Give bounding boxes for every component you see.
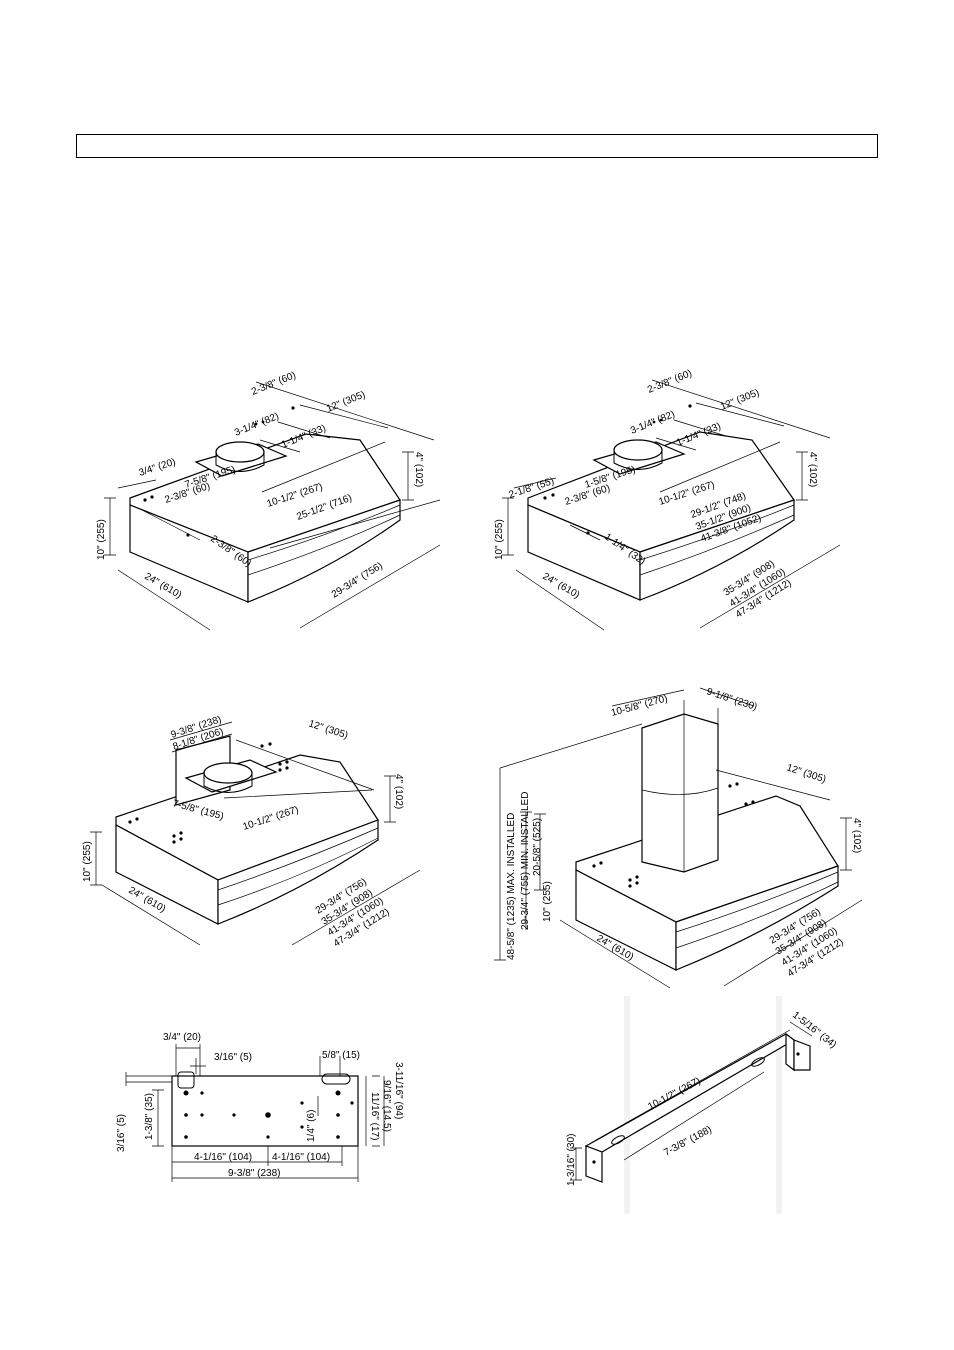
fig4-top-width: 12" (305) [785,762,827,785]
figure-hood-2: 2-3/8" (60) 12" (305) 3-1/4" (82) 1-1/4"… [494,368,841,631]
fig5-f: 11/16" (17) [369,1092,380,1140]
fig4-chimney-depth: 9-1/8" (230) [705,686,758,713]
fig4-height: 10" (255) [542,881,553,922]
figure-bracket: 10-1/2" (267) 1-5/16" (34) 7-3/8" (188) … [566,996,838,1214]
fig2-height: 10" (255) [494,519,505,560]
fig2-offset-1: 2-3/8" (60) [646,368,694,396]
fig4-min-installed: 29-3/4" (755) MIN. INSTALLED [520,792,531,930]
fig1-width: 29-3/4" (756) [330,560,385,600]
figure-hood-1: 2-3/8" (60) 12" (305) 3-1/4" (82) 1-1/4"… [96,370,441,631]
fig1-offset-1: 2-3/8" (60) [250,370,298,398]
fig4-max-installed: 48-5/8" (1235) MAX. INSTALLED [506,813,517,960]
fig3-height-top: 4" (102) [393,774,404,809]
fig5-c: 5/8" (15) [322,1050,360,1061]
fig2-depth: 24" (610) [541,571,582,601]
fig5-g: 1/4" (6) [306,1110,317,1142]
fig5-b: 3/16" (5) [214,1052,252,1063]
fig2-height-top: 4" (102) [807,452,818,487]
fig5-l: 9-3/8" (238) [228,1168,280,1179]
fig6-slot: 7-3/8" (188) [662,1124,713,1158]
fig5-i: 1-3/8" (35) [144,1093,155,1140]
fig1-height: 10" (255) [96,519,107,560]
fig5-h: 3/16" (5) [116,1114,127,1152]
section-title-box [76,134,878,158]
fig3-height: 10" (255) [82,841,93,882]
fig2-offset-2: 3-1/4" (82) [629,409,677,437]
fig1-side: 3/4" (20) [138,457,178,479]
fig5-d: 3-11/16" (94) [393,1062,404,1119]
fig1-offset-2: 3-1/4" (82) [233,411,281,439]
figure-hood-4: 10-5/8" (270) 9-1/8" (230) 48-5/8" (1235… [494,686,863,989]
fig5-e: 9/16" (14.5) [381,1080,392,1132]
figure-mounting-plate: 3/4" (20) 3/16" (5) 5/8" (15) 3-11/16" (… [116,1032,404,1182]
fig1-depth: 24" (610) [143,571,184,601]
fig1-height-top: 4" (102) [413,452,424,487]
fig4-height-top: 4" (102) [851,818,862,853]
fig4-chimney-height: 20-5/8" (525) [532,818,543,876]
figure-hood-3: 9-3/8" (238) 8-1/8" (206) 12" (305) 4" (… [82,714,421,950]
fig5-j: 4-1/16" (104) [194,1152,252,1163]
fig5-k: 4-1/16" (104) [272,1152,330,1163]
fig6-height: 1-3/16" (30) [566,1134,577,1186]
fig5-a: 3/4" (20) [163,1032,201,1043]
fig4-chimney-width: 10-5/8" (270) [610,693,669,719]
fig3-top-width: 12" (305) [307,718,349,741]
